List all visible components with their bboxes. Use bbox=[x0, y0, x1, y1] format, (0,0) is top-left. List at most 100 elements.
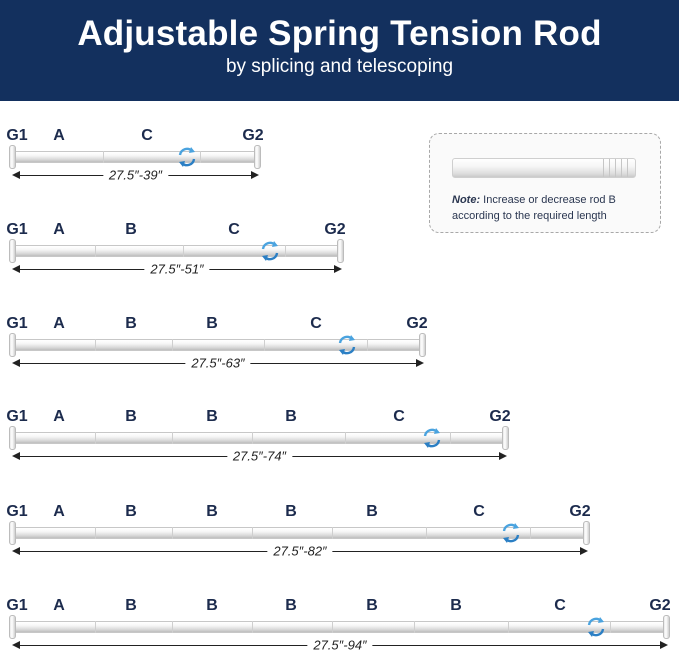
segment-label: G1 bbox=[6, 127, 28, 144]
page-title: Adjustable Spring Tension Rod bbox=[77, 14, 602, 53]
segment-label: G2 bbox=[242, 127, 264, 144]
end-cap-left bbox=[9, 333, 16, 357]
segment-label: G2 bbox=[406, 315, 428, 332]
rod-body bbox=[12, 245, 342, 257]
rod-seam bbox=[425, 527, 427, 539]
segment-label: G1 bbox=[6, 315, 28, 332]
end-cap-right bbox=[254, 145, 261, 169]
rod-body bbox=[12, 151, 259, 163]
rod-seam bbox=[449, 432, 451, 444]
rod-seam bbox=[251, 432, 253, 444]
segment-label: G2 bbox=[489, 408, 511, 425]
segment-label: G1 bbox=[6, 408, 28, 425]
end-cap-left bbox=[9, 426, 16, 450]
end-cap-left bbox=[9, 239, 16, 263]
arrow-right-icon bbox=[580, 547, 588, 555]
rod-seam bbox=[171, 432, 173, 444]
arrow-left-icon bbox=[12, 641, 20, 649]
rotate-arrows-icon bbox=[585, 616, 607, 638]
segment-label: C bbox=[141, 127, 153, 144]
rod-seam bbox=[171, 527, 173, 539]
rod-seam bbox=[331, 527, 333, 539]
rod-seam bbox=[171, 621, 173, 633]
rod-seam bbox=[103, 151, 104, 163]
rod-seam bbox=[251, 621, 253, 633]
segment-label: G1 bbox=[6, 221, 28, 238]
segment-label: B bbox=[125, 408, 137, 425]
end-cap-right bbox=[583, 521, 590, 545]
arrow-right-icon bbox=[251, 171, 259, 179]
header-banner: Adjustable Spring Tension Rod by splicin… bbox=[0, 0, 679, 101]
rod-seam bbox=[171, 339, 173, 351]
length-range: 27.5″-74″ bbox=[226, 448, 293, 464]
segment-label: B bbox=[366, 503, 378, 520]
rod-seam bbox=[610, 621, 611, 633]
segment-label: C bbox=[554, 597, 566, 614]
arrow-right-icon bbox=[660, 641, 668, 649]
segment-label: B bbox=[206, 503, 218, 520]
segment-label: C bbox=[393, 408, 405, 425]
end-cap-left bbox=[9, 521, 16, 545]
length-range: 27.5″-82″ bbox=[267, 543, 333, 559]
arrow-right-icon bbox=[499, 452, 507, 460]
segment-label: B bbox=[206, 315, 218, 332]
segment-label: B bbox=[125, 221, 137, 238]
segment-label: B bbox=[206, 408, 218, 425]
segment-label: G2 bbox=[569, 503, 591, 520]
rod-seam bbox=[95, 621, 96, 633]
rod-body bbox=[12, 339, 424, 351]
rod-seam bbox=[251, 527, 253, 539]
segment-label: G2 bbox=[649, 597, 671, 614]
rotate-arrows-icon bbox=[421, 427, 443, 449]
arrow-left-icon bbox=[12, 359, 20, 367]
segment-label: A bbox=[53, 127, 65, 144]
rod-seam bbox=[284, 245, 286, 257]
segment-label: A bbox=[53, 408, 65, 425]
segment-label: C bbox=[228, 221, 240, 238]
segment-label: B bbox=[125, 315, 137, 332]
rod-seam bbox=[529, 527, 531, 539]
rod-seam bbox=[95, 432, 96, 444]
segment-label: B bbox=[450, 597, 462, 614]
rod-seam bbox=[366, 339, 368, 351]
rod-body bbox=[12, 621, 668, 633]
arrow-left-icon bbox=[12, 452, 20, 460]
rod-seam bbox=[95, 527, 96, 539]
segment-label: B bbox=[285, 503, 297, 520]
length-range: 27.5″-94″ bbox=[307, 637, 373, 653]
note-label: Note: bbox=[452, 194, 481, 206]
segment-label: G2 bbox=[324, 221, 346, 238]
segment-label: A bbox=[53, 315, 65, 332]
rod-seam bbox=[331, 621, 333, 633]
end-cap-right bbox=[502, 426, 509, 450]
end-cap-left bbox=[9, 615, 16, 639]
rod-seam bbox=[95, 339, 96, 351]
note-text: Note: Increase or decrease rod B accordi… bbox=[452, 192, 652, 224]
length-range: 27.5″-51″ bbox=[144, 261, 210, 277]
rod-seam bbox=[345, 432, 346, 444]
rotate-arrows-icon bbox=[176, 146, 198, 168]
segment-label: A bbox=[53, 503, 65, 520]
rod-seam bbox=[414, 621, 415, 633]
segment-label: B bbox=[125, 597, 137, 614]
rod-seam bbox=[182, 245, 184, 257]
length-range: 27.5″-39″ bbox=[102, 167, 169, 183]
note-body: Increase or decrease rod B according to … bbox=[452, 194, 616, 222]
note-box: Note: Increase or decrease rod B accordi… bbox=[429, 133, 661, 233]
arrow-right-icon bbox=[416, 359, 424, 367]
segment-label: B bbox=[206, 597, 218, 614]
segment-label: A bbox=[53, 597, 65, 614]
segment-label: G1 bbox=[6, 503, 28, 520]
arrow-left-icon bbox=[12, 547, 20, 555]
end-cap-right bbox=[419, 333, 426, 357]
rod-seam bbox=[508, 621, 509, 633]
segment-label: C bbox=[473, 503, 485, 520]
rod-seam bbox=[200, 151, 201, 163]
segment-label: A bbox=[53, 221, 65, 238]
page-subtitle: by splicing and telescoping bbox=[225, 56, 454, 77]
rod-seam bbox=[95, 245, 96, 257]
rotate-arrows-icon bbox=[500, 522, 522, 544]
segment-label: B bbox=[285, 408, 297, 425]
segment-label: B bbox=[125, 503, 137, 520]
length-range: 27.5″-63″ bbox=[185, 355, 251, 371]
